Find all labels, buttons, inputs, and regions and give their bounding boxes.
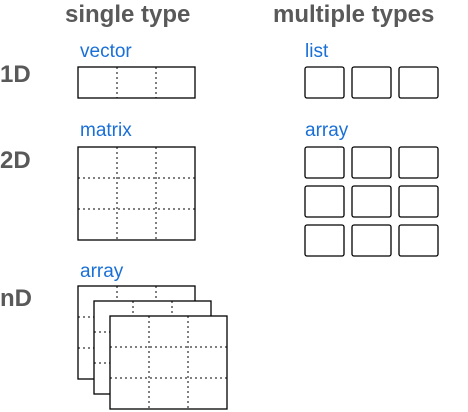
row-label-2d: 2D [0, 147, 31, 174]
title-nd-array: array [80, 261, 124, 282]
nd-array-layer-front [109, 315, 228, 410]
title-vector: vector [80, 41, 132, 62]
row-label-nd: nD [0, 285, 32, 312]
list-boxes [304, 66, 439, 99]
header-multiple-types: multiple types [273, 1, 435, 28]
title-matrix: matrix [80, 120, 132, 141]
row-label-1d: 1D [0, 61, 31, 88]
header-single-type: single type [65, 1, 191, 28]
array-boxes [304, 146, 439, 257]
matrix-grid [77, 146, 196, 241]
vector-grid [77, 66, 196, 99]
title-array-2d: array [305, 120, 349, 141]
title-list: list [305, 41, 329, 62]
